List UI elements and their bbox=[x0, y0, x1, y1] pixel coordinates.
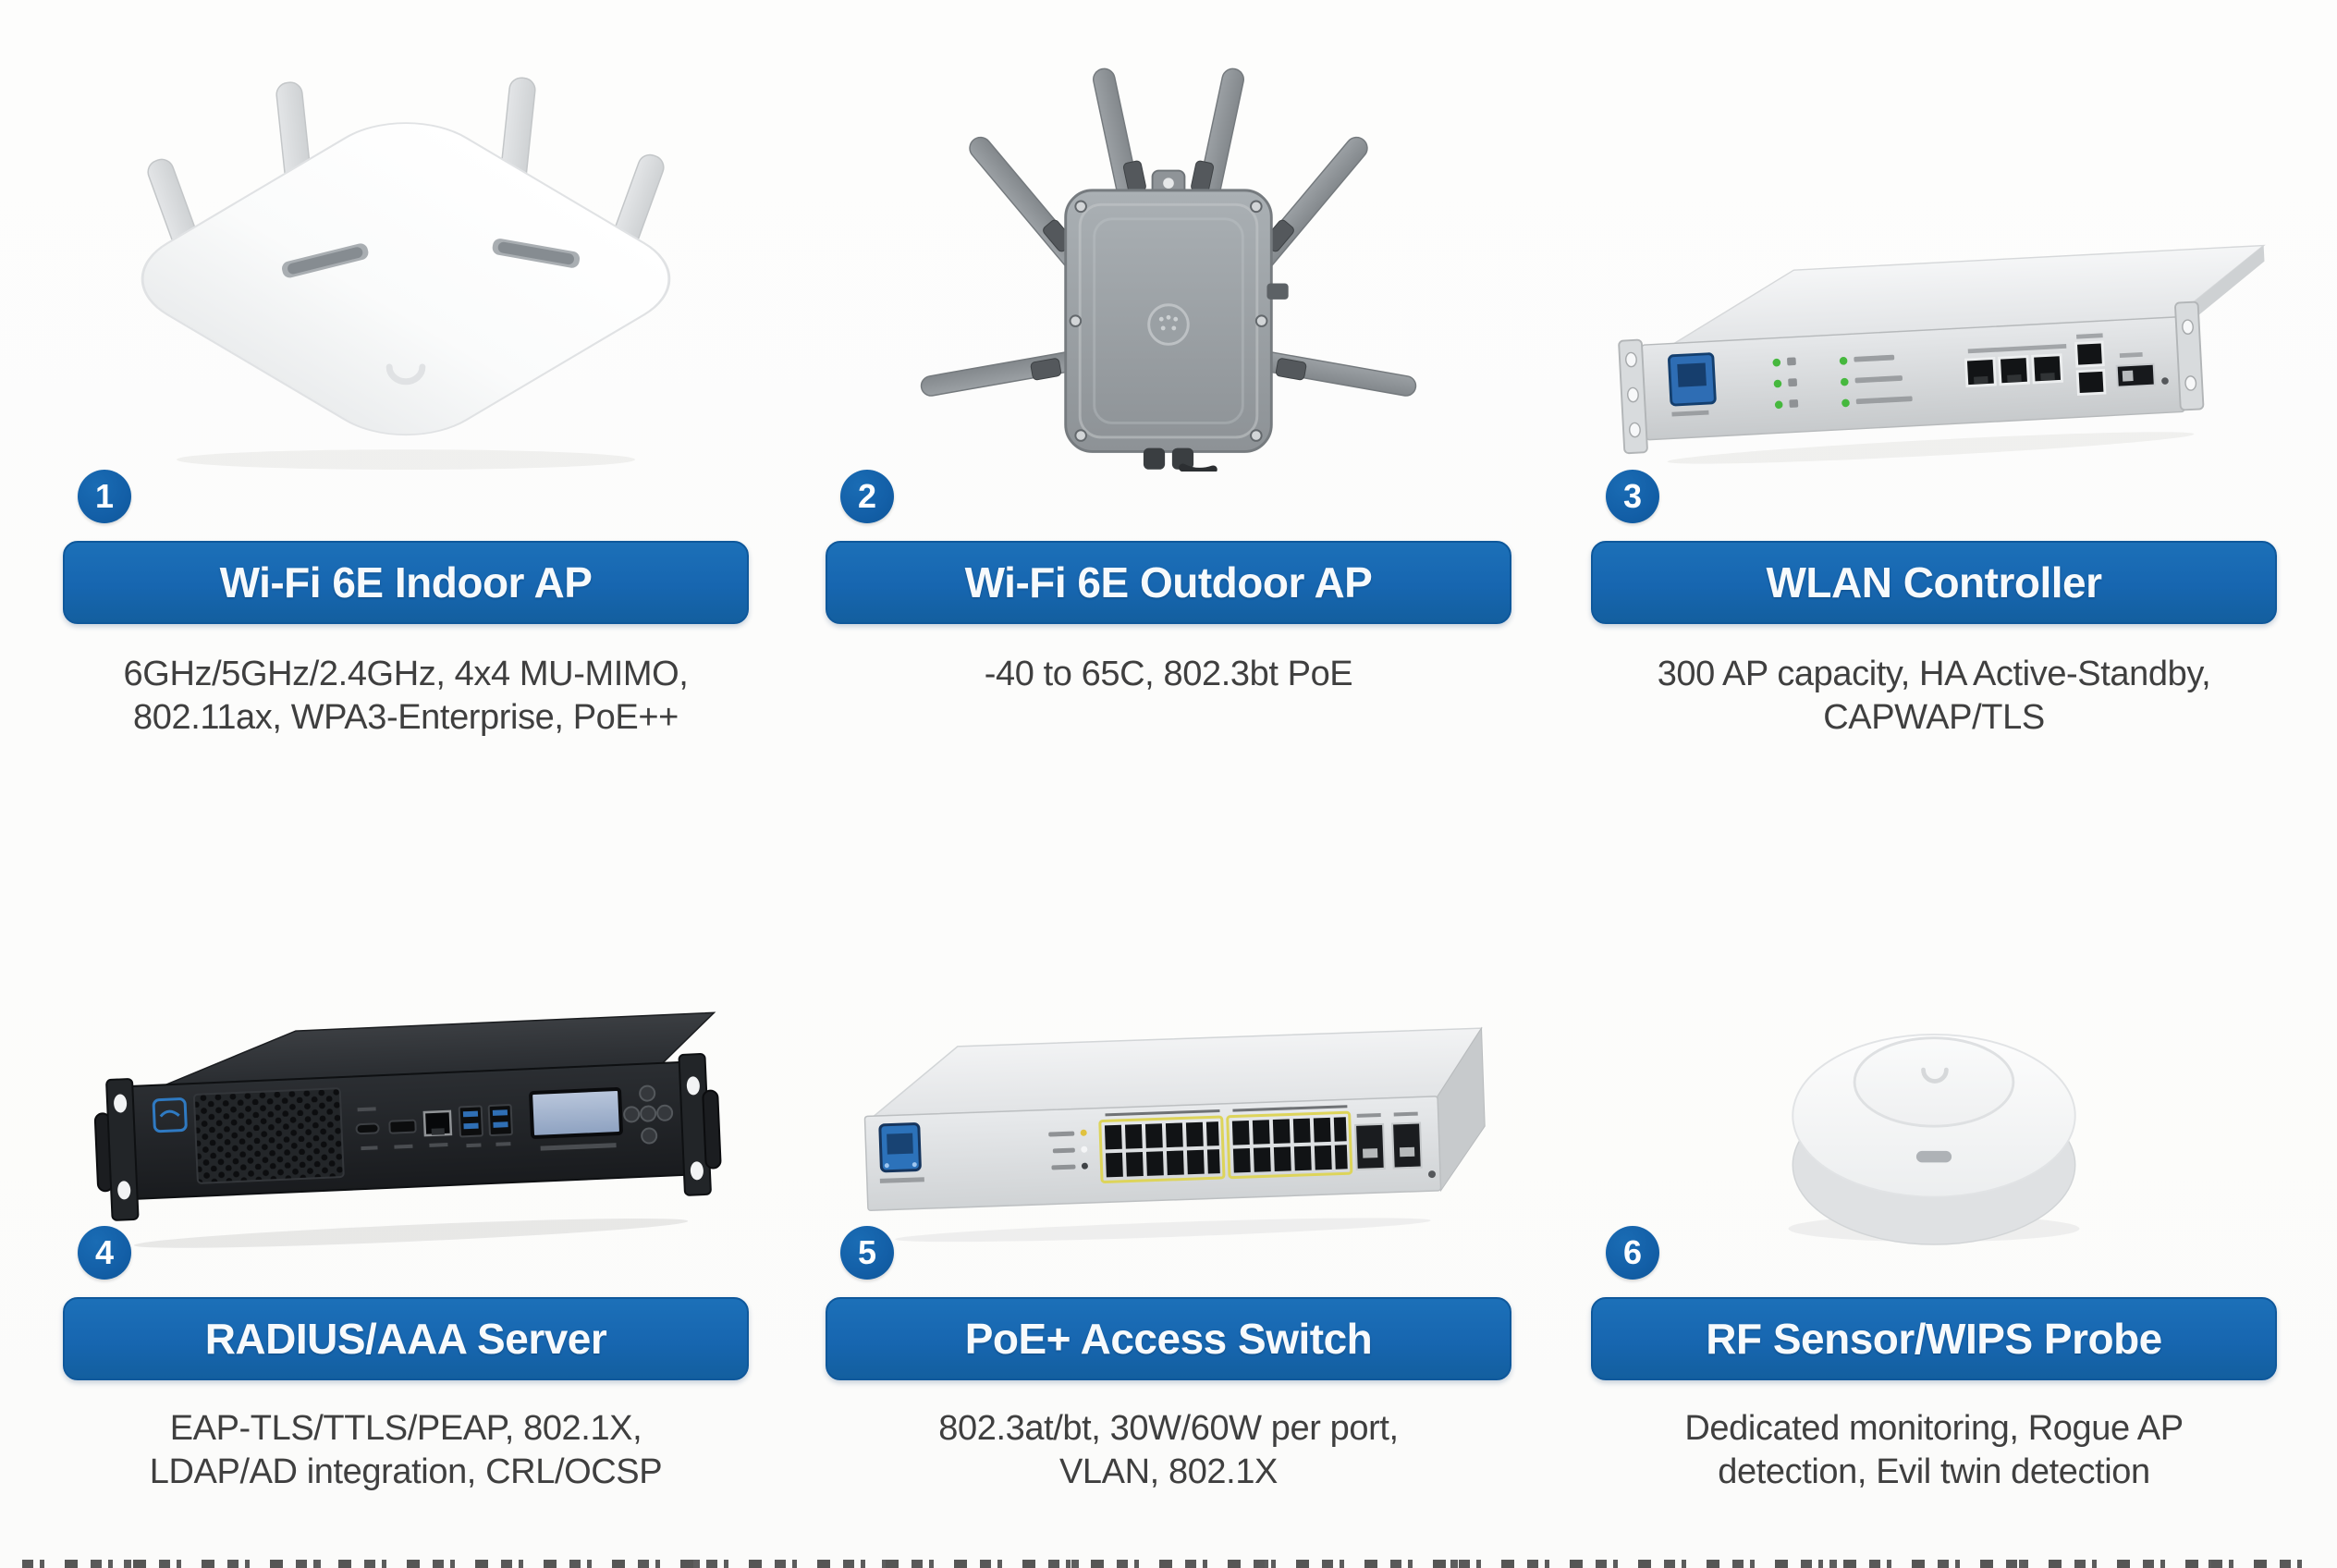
outdoor-ap-image bbox=[920, 67, 1417, 472]
switch-status-leds bbox=[1048, 1129, 1088, 1170]
step-number: 3 bbox=[1622, 477, 1643, 515]
wlan-controller-image bbox=[1618, 244, 2266, 464]
step-number: 2 bbox=[857, 477, 877, 515]
switch-reset-button bbox=[1427, 1170, 1436, 1179]
step-badge-2: 2 bbox=[840, 470, 894, 523]
step-number: 4 bbox=[94, 1233, 115, 1271]
step-badge-4: 4 bbox=[78, 1226, 131, 1280]
outdoor-ap-emblem bbox=[1147, 303, 1190, 346]
product-title-banner-6: RF Sensor/WIPS Probe bbox=[1591, 1297, 2277, 1380]
indoor-ap-illustration bbox=[63, 13, 749, 472]
rf-sensor-image bbox=[1788, 1033, 2080, 1245]
product-description-3: 300 AP capacity, HA Active-Standby, CAPW… bbox=[1657, 655, 2211, 738]
switch-port-numbers bbox=[1105, 1105, 1348, 1117]
product-title-banner-4: RADIUS/AAA Server bbox=[63, 1297, 749, 1380]
product-title-banner-2: Wi-Fi 6E Outdoor AP bbox=[826, 541, 1511, 624]
poe-switch-image bbox=[863, 1026, 1486, 1243]
rf-sensor-illustration bbox=[1591, 971, 2277, 1250]
product-title: RADIUS/AAA Server bbox=[204, 1315, 607, 1363]
ap-logo-mark bbox=[385, 363, 426, 386]
ap-vent-slots bbox=[282, 239, 581, 278]
product-title: WLAN Controller bbox=[1766, 558, 2102, 606]
controller-sfp-port bbox=[2115, 351, 2156, 388]
product-title-banner-3: WLAN Controller bbox=[1591, 541, 2277, 624]
outdoor-ap-illustration bbox=[826, 13, 1511, 472]
poe-switch-illustration bbox=[826, 971, 1511, 1250]
step-badge-6: 6 bbox=[1606, 1226, 1659, 1280]
wlan-controller-illustration bbox=[1591, 13, 2277, 472]
step-number: 5 bbox=[857, 1233, 877, 1271]
product-description-4: EAP-TLS/TTLS/PEAP, 802.1X, LDAP/AD integ… bbox=[149, 1409, 663, 1492]
server-rack-ears bbox=[93, 1053, 722, 1221]
cropped-bottom-text-strip bbox=[22, 1560, 2315, 1568]
switch-sfp-ports bbox=[1354, 1111, 1423, 1170]
radius-server-illustration bbox=[63, 971, 749, 1250]
switch-rj45-ports bbox=[1104, 1117, 1348, 1178]
controller-status-leds bbox=[1772, 354, 1913, 410]
server-io-ports bbox=[355, 1104, 513, 1151]
product-title-banner-1: Wi-Fi 6E Indoor AP bbox=[63, 541, 749, 624]
sensor-led-slot bbox=[1915, 1150, 1952, 1163]
product-description-1: 6GHz/5GHz/2.4GHz, 4x4 MU-MIMO, 802.11ax,… bbox=[123, 655, 689, 738]
controller-ethernet-ports bbox=[1964, 343, 2067, 388]
step-badge-1: 1 bbox=[78, 470, 131, 523]
product-description-6: Dedicated monitoring, Rogue AP detection… bbox=[1684, 1409, 2184, 1492]
sensor-logo-mark bbox=[1921, 1067, 1949, 1084]
product-description-2: -40 to 65C, 802.3bt PoE bbox=[984, 655, 1353, 693]
product-description-5: 802.3at/bt, 30W/60W per port, VLAN, 802.… bbox=[938, 1409, 1399, 1492]
step-number: 6 bbox=[1622, 1233, 1643, 1271]
server-logo bbox=[152, 1097, 188, 1133]
controller-dual-port bbox=[2074, 333, 2107, 397]
outdoor-ap-cable-glands bbox=[1143, 447, 1217, 472]
controller-reset-button bbox=[2161, 377, 2169, 385]
product-title: Wi-Fi 6E Indoor AP bbox=[219, 558, 593, 606]
outdoor-ap-screws bbox=[1069, 200, 1268, 442]
server-lcd-display bbox=[529, 1087, 623, 1139]
product-card-radius-server: 4 RADIUS/AAA Server EAP-TLS/TTLS/PEAP, 8… bbox=[63, 943, 749, 1559]
product-title-banner-5: PoE+ Access Switch bbox=[826, 1297, 1511, 1380]
step-number: 1 bbox=[94, 477, 115, 515]
product-title: PoE+ Access Switch bbox=[964, 1315, 1373, 1363]
product-card-wlan-controller: 3 WLAN Controller 300 AP capacity, HA Ac… bbox=[1591, 0, 2277, 749]
product-title: Wi-Fi 6E Outdoor AP bbox=[964, 558, 1373, 606]
switch-port-block bbox=[1098, 1110, 1353, 1183]
product-card-rf-sensor: 6 RF Sensor/WIPS Probe Dedicated monitor… bbox=[1591, 943, 2277, 1559]
server-mesh-vent bbox=[192, 1087, 345, 1184]
server-nav-buttons bbox=[623, 1084, 674, 1145]
product-title: RF Sensor/WIPS Probe bbox=[1706, 1315, 2162, 1363]
product-card-poe-switch: 5 PoE+ Access Switch 802.3at/bt, 30W/60W… bbox=[826, 943, 1511, 1559]
product-card-outdoor-ap: 2 Wi-Fi 6E Outdoor AP -40 to 65C, 802.3b… bbox=[826, 0, 1511, 749]
step-badge-3: 3 bbox=[1606, 470, 1659, 523]
radius-server-image bbox=[93, 1011, 722, 1248]
indoor-ap-image bbox=[141, 77, 671, 471]
step-badge-5: 5 bbox=[840, 1226, 894, 1280]
product-card-indoor-ap: 1 Wi-Fi 6E Indoor AP 6GHz/5GHz/2.4GHz, 4… bbox=[63, 0, 749, 749]
